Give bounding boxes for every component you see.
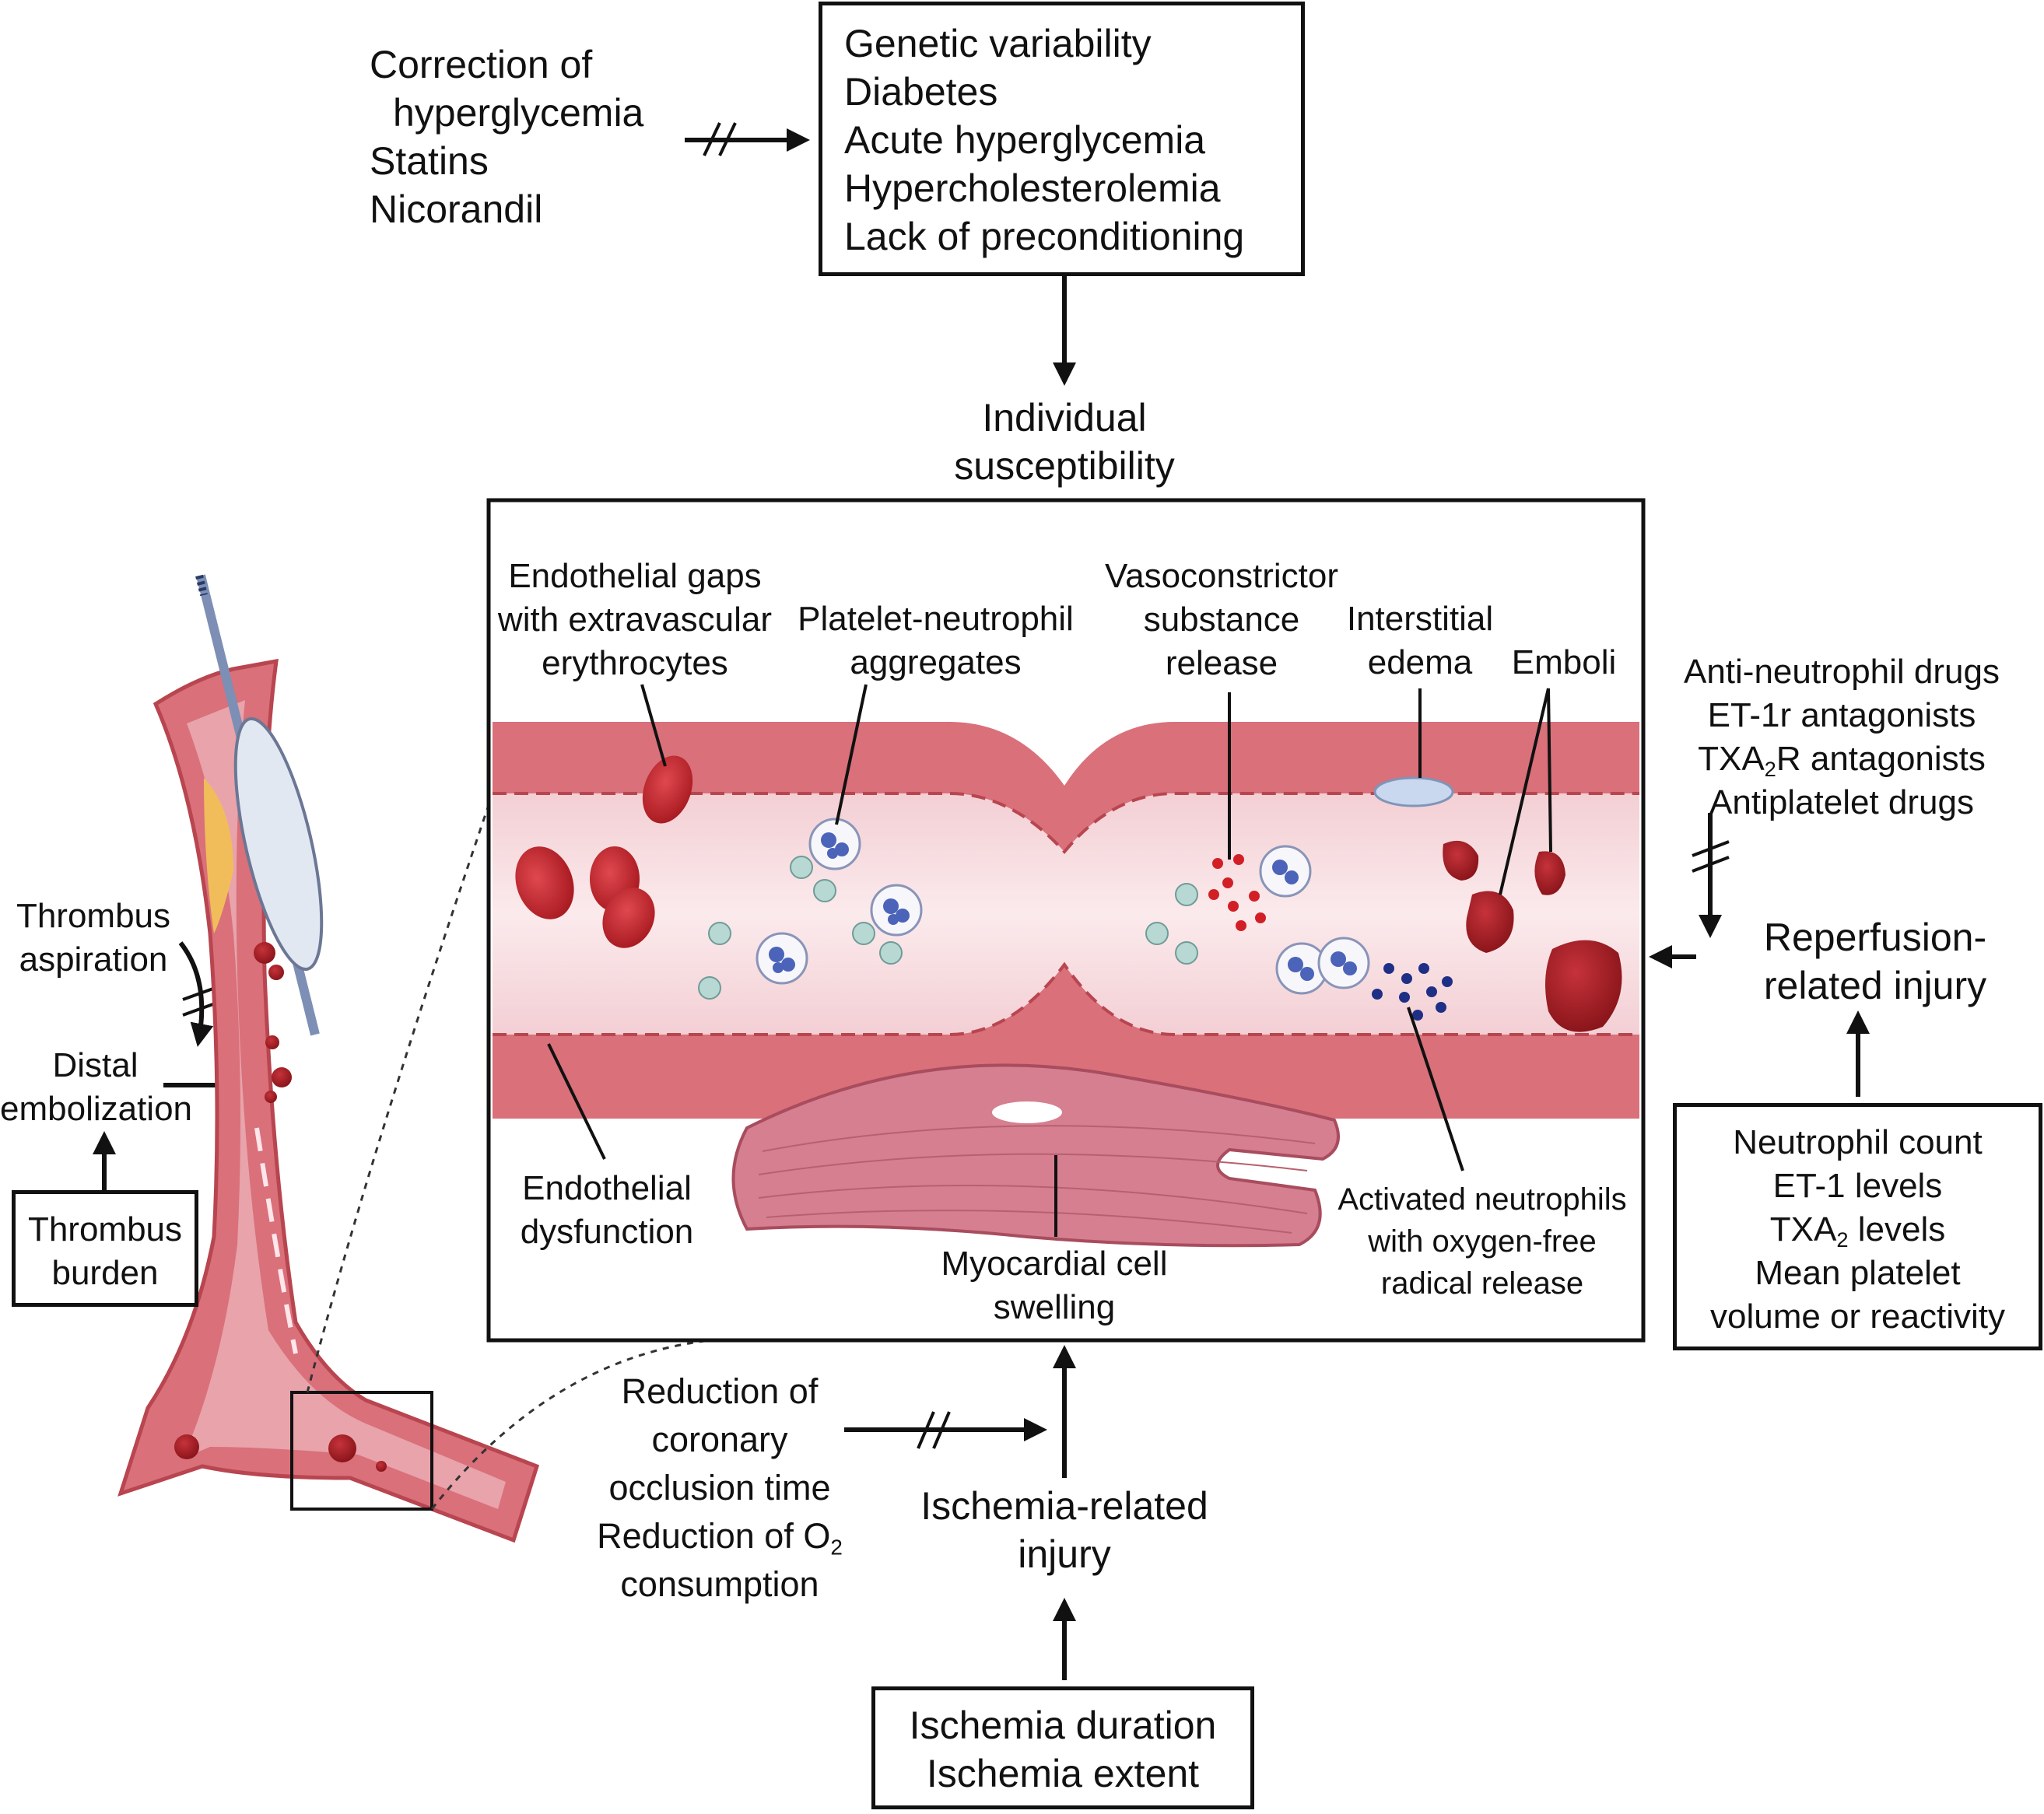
txa2r-line: TXA2R antagonists <box>1698 740 1986 782</box>
block-mark-1 <box>703 122 721 156</box>
interstitial-edema-droplet <box>1373 776 1454 807</box>
label-thrombus-aspiration: Thrombus aspiration <box>16 897 171 979</box>
label-endothelial-dysfunction: Endothelial dysfunction <box>520 1169 694 1251</box>
platelet-7 <box>1175 883 1198 906</box>
o2-line: Reduction of O2 <box>597 1516 843 1560</box>
vessel-lower-wall <box>493 965 1639 1119</box>
flow-arrows <box>93 122 1870 1680</box>
thrombus-4 <box>272 1067 292 1087</box>
myocyte-nucleus <box>992 1101 1062 1123</box>
label-interstitial-edema: Interstitial edema <box>1346 600 1494 681</box>
thrombus-2 <box>268 965 284 980</box>
platelet-2 <box>813 879 836 902</box>
balloon <box>233 716 324 972</box>
leader-endothelial-gaps <box>640 684 667 767</box>
flow-arrow-in-artery <box>254 1127 298 1354</box>
erythrocyte-extravascular <box>642 755 693 824</box>
leader-emboli-2 <box>1547 688 1552 853</box>
zoom-guide-top <box>306 804 490 1393</box>
platelet-4 <box>698 976 721 1000</box>
erythrocyte-1 <box>515 846 574 919</box>
platelet-1 <box>790 856 813 879</box>
reperfusion-injury: Reperfusion- related injury <box>1763 916 1987 1007</box>
embolus-2 <box>1534 851 1565 895</box>
thrombus-1 <box>254 942 275 964</box>
platelet-8 <box>1145 922 1169 945</box>
risk-factors-list: Genetic variability Diabetes Acute hyper… <box>844 22 1245 258</box>
thrombus-burden-label: Thrombus burden <box>27 1210 183 1292</box>
platelet-3 <box>708 922 731 945</box>
plaque <box>204 778 233 933</box>
label-distal-embolization: Distal embolization <box>0 1046 193 1128</box>
reperfusion-interventions: Anti-neutrophil drugs ET-1r antagonists … <box>1643 650 2040 825</box>
thrombus-8 <box>376 1461 387 1472</box>
zoom-box <box>290 1391 433 1511</box>
reperfusion-markers-box: Neutrophil count ET-1 levels TXA2 levels… <box>1673 1103 2042 1350</box>
ischemia-interventions: Reduction of coronary occlusion time Red… <box>560 1368 879 1609</box>
leader-endothelial-dysfunction <box>547 1043 606 1160</box>
myocyte <box>731 1063 1340 1248</box>
platelet-9 <box>1175 941 1198 965</box>
thrombus-5 <box>265 1091 277 1103</box>
risk-interventions: Correction of hyperglycemia Statins Nico… <box>370 43 644 231</box>
txa2-levels-line: TXA2 levels <box>1769 1210 1946 1252</box>
block-mark-4 <box>932 1411 951 1449</box>
platelet-5 <box>852 922 875 945</box>
thrombus-7 <box>174 1434 199 1459</box>
block-mark-5 <box>1692 840 1730 857</box>
embolus-4 <box>1545 940 1622 1032</box>
embolus-1 <box>1443 840 1479 881</box>
ischemia-injury: Ischemia-related injury <box>920 1484 1208 1576</box>
thrombus-6 <box>328 1434 356 1462</box>
embolus-3 <box>1466 891 1514 953</box>
leader-activated-neutrophils <box>1407 1007 1464 1171</box>
block-mark-6 <box>1692 856 1730 873</box>
leader-emboli-1 <box>1499 688 1550 895</box>
leader-platelet-neutrophil <box>835 684 868 825</box>
label-emboli: Emboli <box>1511 643 1617 681</box>
label-vasoconstrictor: Vasoconstrictor substance release <box>1105 557 1338 682</box>
risk-factors-box: Genetic variability Diabetes Acute hyper… <box>819 2 1305 276</box>
vessel-detail-panel <box>486 498 1646 1343</box>
label-platelet-neutrophil: Platelet-neutrophil aggregates <box>798 600 1074 681</box>
individual-susceptibility: Individual susceptibility <box>954 396 1175 488</box>
arrow-aspiration <box>178 941 214 1047</box>
label-activated-neutrophils: Activated neutrophils with oxygen-free r… <box>1338 1182 1627 1301</box>
ischemia-factors-list: Ischemia duration Ischemia extent <box>909 1704 1217 1795</box>
label-myocardial-swelling: Myocardial cell swelling <box>941 1245 1168 1326</box>
vessel-upper-wall <box>493 722 1639 852</box>
erythrocyte-3 <box>602 888 655 948</box>
reperfusion-markers-list: Neutrophil count ET-1 levels TXA2 levels… <box>1677 1121 2039 1339</box>
block-mark-2 <box>718 122 737 156</box>
coronary-artery-illustration <box>117 574 740 1543</box>
zoom-guide-bottom <box>430 1336 740 1510</box>
block-mark-3 <box>917 1411 935 1449</box>
thrombus-3 <box>265 1035 279 1049</box>
thrombus-burden-box: Thrombus burden <box>12 1190 198 1307</box>
artery-lumen <box>183 700 506 1509</box>
ischemia-factors-box: Ischemia duration Ischemia extent <box>871 1686 1254 1809</box>
platelet-6 <box>879 941 903 965</box>
label-endothelial-gaps: Endothelial gaps with extravascular eryt… <box>497 557 773 682</box>
